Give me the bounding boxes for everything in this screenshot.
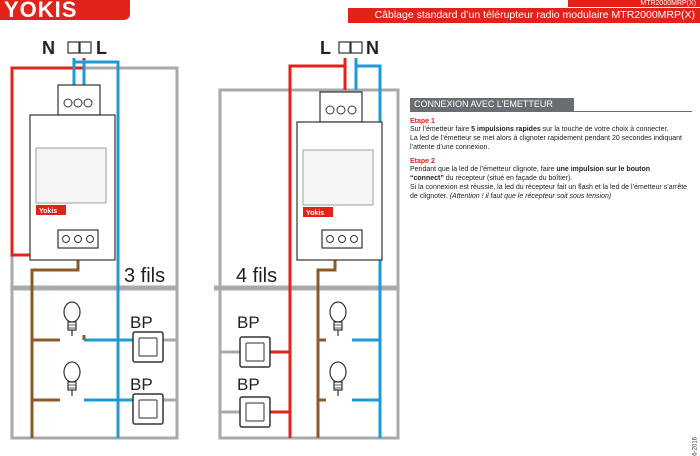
panel-rule xyxy=(410,111,692,112)
left-bp-bottom-icon xyxy=(132,393,164,425)
left-bp-bottom-label: BP xyxy=(130,375,153,394)
right-terminal-n: N xyxy=(366,38,379,58)
right-brown-wire xyxy=(316,248,337,438)
model-strip: MTR2000MRP(X) xyxy=(568,0,700,7)
right-module-brand: Yokis xyxy=(306,210,324,217)
yokis-logo: YOKIS xyxy=(0,0,130,20)
left-terminal-l: L xyxy=(96,38,107,58)
right-bp-top-icon xyxy=(239,336,271,368)
step2-text: Pendant que la led de l’émetteur clignot… xyxy=(410,166,688,200)
left-bp-top-icon xyxy=(132,331,164,363)
diagram-right: Yokis L N 4 fils BP BP xyxy=(214,38,400,440)
right-terminal-l: L xyxy=(320,38,331,58)
left-wire-count: 3 fils xyxy=(124,265,165,287)
wiring-diagrams: Yokis N L 3 fils BP BP xyxy=(10,38,400,440)
left-bulb-bottom xyxy=(63,361,81,397)
diagram-left: Yokis N L 3 fils BP BP xyxy=(10,38,179,440)
document-reference: 6-2016 xyxy=(693,437,699,456)
right-grey-wires xyxy=(214,88,400,440)
right-bp-bottom-icon xyxy=(239,396,271,428)
right-wire-count: 4 fils xyxy=(236,265,277,287)
step1-title: Etape 1 xyxy=(410,118,435,125)
right-blue-wire xyxy=(354,58,382,438)
right-bp-bottom-label: BP xyxy=(237,375,260,394)
panel-header: CONNEXION AVEC L’EMETTEUR xyxy=(410,98,574,111)
right-bp-top-label: BP xyxy=(237,313,260,332)
left-module: Yokis xyxy=(29,84,116,261)
left-blue-wire xyxy=(72,58,120,438)
page-title: Câblage standard d’un télérupteur radio … xyxy=(348,8,700,23)
right-bulb-bottom xyxy=(329,361,347,397)
right-module: Yokis xyxy=(296,91,383,261)
left-terminal-n: N xyxy=(42,38,55,58)
left-brown-wire xyxy=(30,248,80,438)
left-module-brand: Yokis xyxy=(39,208,57,215)
step2-title: Etape 2 xyxy=(410,158,435,165)
left-bp-top-label: BP xyxy=(130,313,153,332)
right-bulb-top xyxy=(329,301,347,337)
left-bulb-top xyxy=(63,301,81,337)
step1-text: Sur l’émetteur faire 5 impulsions rapide… xyxy=(410,126,683,151)
connection-panel: CONNEXION AVEC L’EMETTEUR Etape 1 Sur l’… xyxy=(410,98,692,201)
right-red-wire xyxy=(288,58,347,438)
